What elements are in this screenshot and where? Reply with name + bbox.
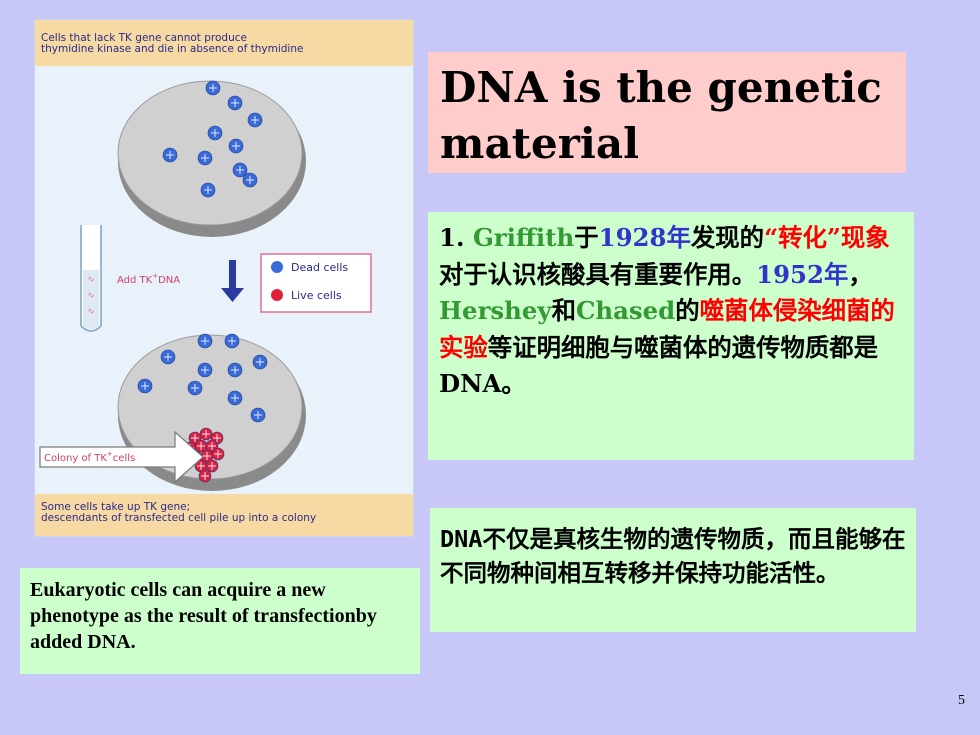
live-cell-dot-texture	[197, 442, 205, 450]
live-cell-dot-texture	[213, 434, 221, 442]
dead-cell-dot-texture	[236, 166, 244, 174]
dead-cell-dot-texture	[201, 337, 209, 345]
down-arrow-icon	[221, 260, 244, 302]
svg-text:∿: ∿	[87, 307, 95, 317]
eukaryotic-caption-box: Eukaryotic cells can acquire a new pheno…	[20, 568, 420, 674]
dead-cell-dot-texture	[231, 366, 239, 374]
live-cell-dot-texture	[203, 452, 211, 460]
live-cell-dot-texture	[208, 462, 216, 470]
griffith-text-box: 1. Griffith于1928年发现的“转化”现象对于认识核酸具有重要作用。1…	[428, 212, 914, 460]
dna-transfer-text-box: DNA不仅是真核生物的遗传物质，而且能够在不同物种间相互转移并保持功能活性。	[430, 508, 916, 632]
live-cell-dot-texture	[208, 442, 216, 450]
dead-cell-dot-texture	[251, 116, 259, 124]
test-tube-icon: ∿ ∿ ∿	[80, 225, 102, 332]
slide-title: DNA is the genetic material	[440, 63, 882, 168]
dead-cell-dot-texture	[254, 411, 262, 419]
page-number: 5	[958, 693, 965, 708]
dead-cell-dot-texture	[141, 382, 149, 390]
legend: Dead cells Live cells	[260, 253, 372, 313]
dead-cell-dot-texture	[231, 394, 239, 402]
diagram-svg: ∿ ∿ ∿ Add TK+DNA Dead cells Live cells	[39, 80, 372, 491]
svg-text:∿: ∿	[87, 275, 95, 285]
live-cell-dot-texture	[201, 472, 209, 480]
svg-text:∿: ∿	[87, 291, 95, 301]
live-cell-dot-texture	[191, 434, 199, 442]
dead-cell-dot-texture	[231, 99, 239, 107]
dead-cell-dot-texture	[201, 154, 209, 162]
dead-cell-dot-texture	[246, 176, 254, 184]
transfection-figure: Cells that lack TK gene cannot produce t…	[34, 19, 414, 537]
dead-cell-dot-texture	[164, 353, 172, 361]
legend-live-label: Live cells	[291, 289, 342, 302]
slide-title-box: DNA is the genetic material	[428, 52, 906, 173]
colony-label: Colony of TK+cells	[44, 450, 135, 464]
griffith-paragraph: 1. Griffith于1928年发现的“转化”现象对于认识核酸具有重要作用。1…	[439, 223, 895, 399]
dead-cell-dot-texture	[256, 358, 264, 366]
dead-cell-dot-texture	[204, 186, 212, 194]
figure-top-caption: Cells that lack TK gene cannot produce t…	[35, 20, 413, 66]
dead-cell-dot-texture	[201, 366, 209, 374]
dead-cell-dot-texture	[191, 384, 199, 392]
live-cell-dot-texture	[202, 430, 210, 438]
petri-dish-top	[117, 80, 306, 237]
dna-transfer-paragraph: DNA不仅是真核生物的遗传物质，而且能够在不同物种间相互转移并保持功能活性。	[440, 525, 906, 587]
figure-bottom-caption: Some cells take up TK gene; descendants …	[35, 494, 413, 536]
dead-cell-dot-texture	[209, 84, 217, 92]
dead-cell-dot-texture	[228, 337, 236, 345]
dead-cell-dot-texture	[232, 142, 240, 150]
live-cell-dot-texture	[197, 462, 205, 470]
dead-cell-dot-texture	[166, 151, 174, 159]
colony-arrow: Colony of TK+cells	[39, 430, 204, 484]
legend-dead-label: Dead cells	[291, 261, 348, 274]
dead-cell-dot-texture	[211, 129, 219, 137]
live-cell-dot-texture	[214, 450, 222, 458]
eukaryotic-caption: Eukaryotic cells can acquire a new pheno…	[30, 579, 377, 653]
add-dna-label: Add TK+DNA	[117, 272, 180, 286]
